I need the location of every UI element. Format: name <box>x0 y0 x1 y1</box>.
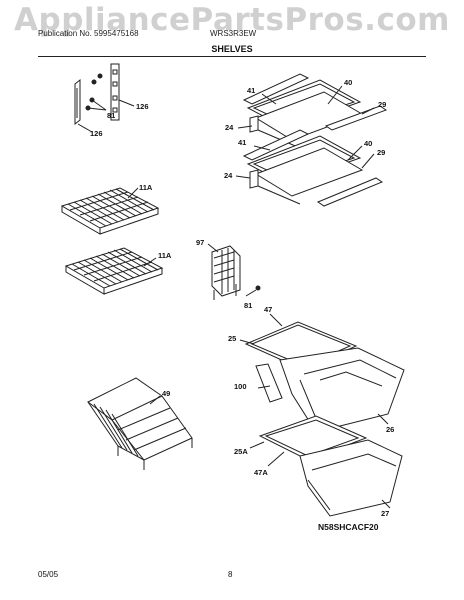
publication-number: Publication No. 5995475168 <box>38 29 139 38</box>
watermark: AppliancePartsPros.com <box>14 2 450 38</box>
callout-29: 29 <box>378 100 386 109</box>
model-number: WRS3R3EW <box>210 29 257 38</box>
wire-shelf-11a-upper[interactable] <box>60 187 160 235</box>
shelf-bracket-126[interactable] <box>74 63 120 126</box>
callout-29-lower: 29 <box>377 148 385 157</box>
callout-40: 40 <box>344 78 352 87</box>
crisper-pan-26[interactable] <box>255 347 405 433</box>
callout-25: 25 <box>228 334 236 343</box>
callout-49: 49 <box>162 389 170 398</box>
callout-126-lower: 126 <box>90 129 103 138</box>
wire-shelf-11a-lower[interactable] <box>64 247 164 295</box>
callout-126: 126 <box>136 102 149 111</box>
callout-11a-lower: 11A <box>158 251 172 260</box>
callout-24: 24 <box>225 123 234 132</box>
footer-page-number: 8 <box>228 570 233 579</box>
callout-41-lower: 41 <box>238 138 246 147</box>
callout-47a: 47A <box>254 468 268 477</box>
crisper-pan-27[interactable] <box>299 439 403 517</box>
wine-rack-97[interactable] <box>211 245 241 300</box>
callout-100: 100 <box>234 382 247 391</box>
callout-81: 81 <box>107 111 115 120</box>
callout-27: 27 <box>381 509 389 518</box>
crisper-cover-25a[interactable] <box>258 415 368 461</box>
footer-date: 05/05 <box>38 570 59 579</box>
header-divider <box>38 56 426 57</box>
glass-shelf-upper[interactable] <box>242 73 388 149</box>
callout-11a: 11A <box>139 183 153 192</box>
diagram-code: N58SHCACF20 <box>318 522 379 532</box>
wire-basket-49[interactable] <box>87 377 193 470</box>
callout-47: 47 <box>264 305 272 314</box>
screws-81[interactable] <box>85 73 107 111</box>
glass-shelf-lower[interactable] <box>242 129 384 207</box>
callout-40-lower: 40 <box>364 139 372 148</box>
callout-24-lower: 24 <box>224 171 233 180</box>
page-title: SHELVES <box>211 44 253 54</box>
callout-26: 26 <box>386 425 394 434</box>
callout-97: 97 <box>196 238 204 247</box>
callout-25a: 25A <box>234 447 248 456</box>
callout-81-lower: 81 <box>244 301 252 310</box>
callout-41: 41 <box>247 86 255 95</box>
screw-81[interactable] <box>255 285 261 291</box>
